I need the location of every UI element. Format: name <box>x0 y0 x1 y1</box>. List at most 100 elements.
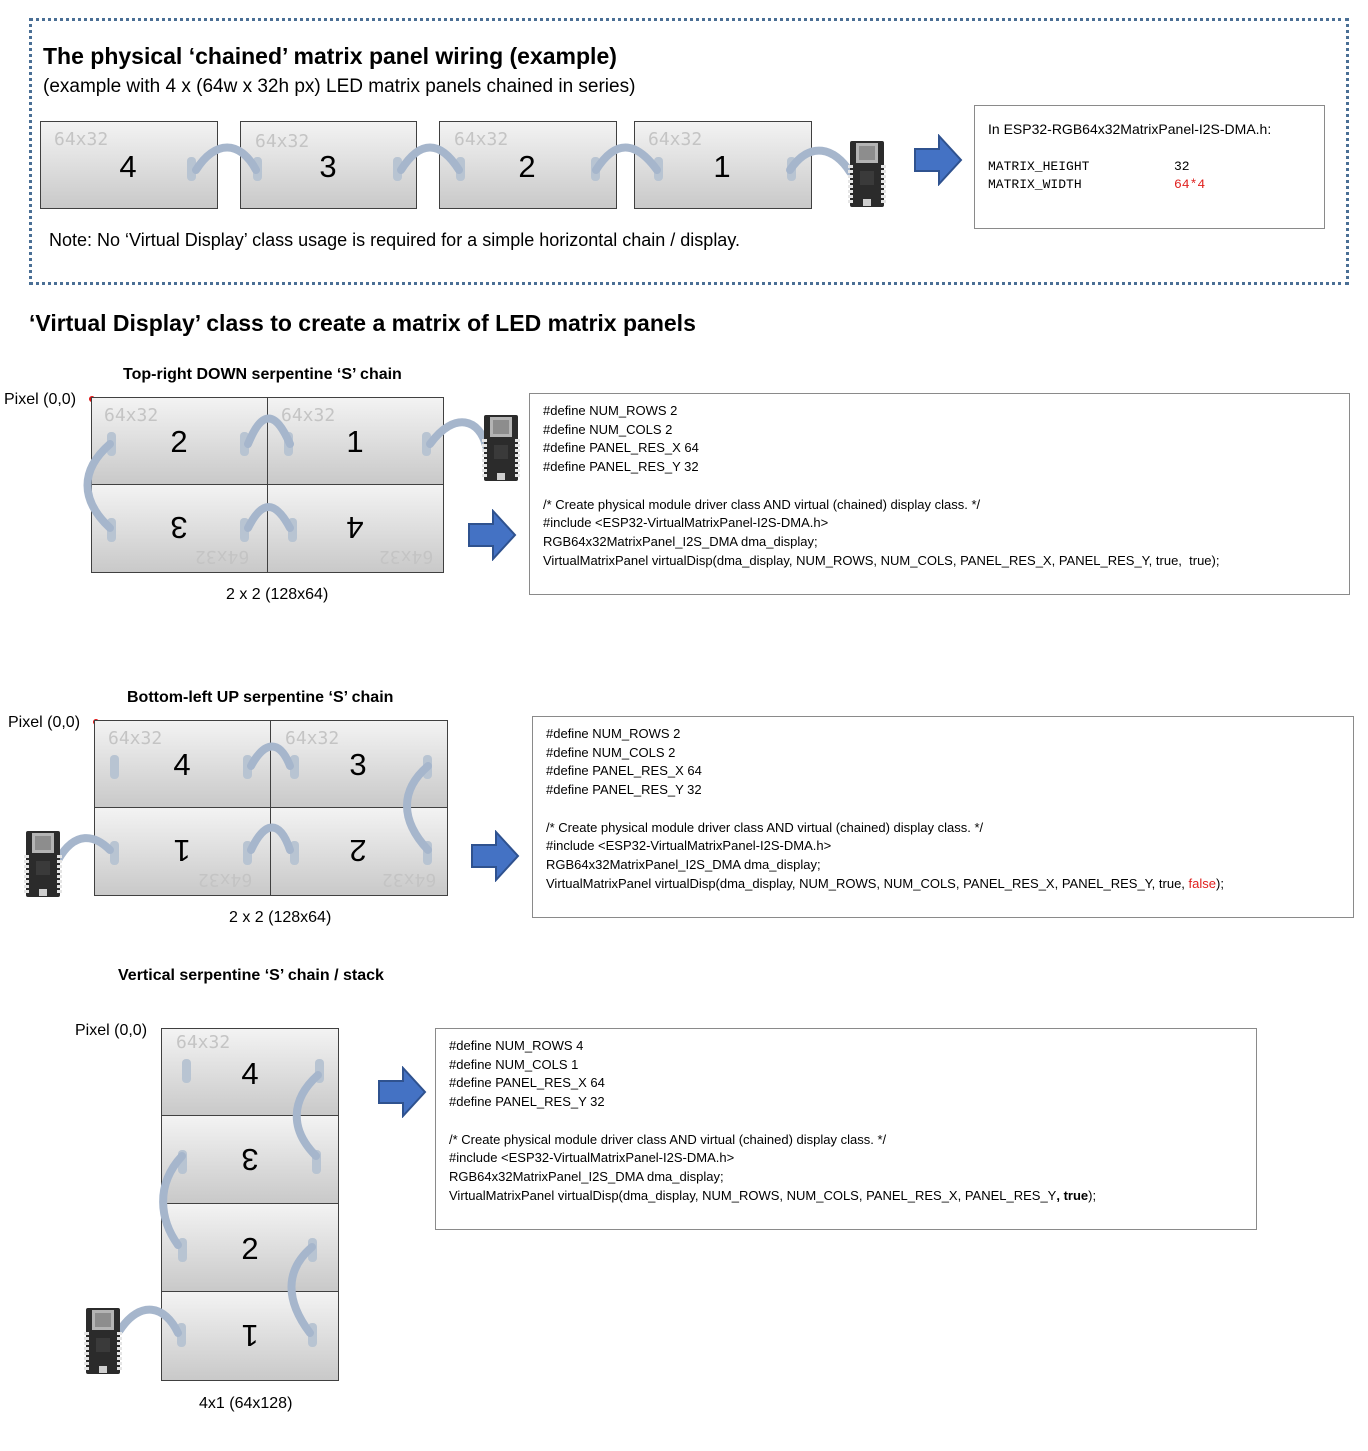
esp32-board-icon <box>482 415 520 481</box>
connector-port <box>308 1323 317 1347</box>
panel-size-tag: 64x32 <box>382 869 437 890</box>
connector-port <box>107 518 116 542</box>
diagram3-code-box: #define NUM_ROWS 4 #define NUM_COLS 1 #d… <box>435 1028 1257 1230</box>
diagram1-title: Top-right DOWN serpentine ‘S’ chain <box>123 366 402 383</box>
connector-port <box>290 841 299 865</box>
virtual-display-section-title: ‘Virtual Display’ class to create a matr… <box>29 310 696 336</box>
panel-number: 3 <box>241 1142 259 1177</box>
panel-number: 3 <box>170 510 188 545</box>
esp32-board-icon <box>84 1308 122 1374</box>
matrix-width-key: MATRIX_WIDTH <box>988 176 1082 192</box>
connector-port <box>110 841 119 865</box>
connector-port <box>107 432 116 456</box>
d3-panel-2: 2 <box>161 1203 339 1292</box>
panel-number: 2 <box>518 149 536 184</box>
connector-port <box>654 157 663 181</box>
connector-port <box>591 157 600 181</box>
connector-port <box>393 157 402 181</box>
code-line: #define PANEL_RES_Y 32 <box>449 1094 605 1110</box>
code-line: VirtualMatrixPanel virtualDisp(dma_displ… <box>543 552 1220 568</box>
panel-number: 3 <box>349 747 367 782</box>
diagram2-code-box: #define NUM_ROWS 2 #define NUM_COLS 2 #d… <box>532 716 1354 918</box>
matrix-height-value: 32 <box>1174 158 1190 174</box>
connector-port <box>243 841 252 865</box>
right-arrow-icon <box>378 1067 426 1117</box>
code-line: #define PANEL_RES_X 64 <box>449 1075 605 1091</box>
panel-number: 2 <box>349 833 367 868</box>
right-arrow-icon <box>468 510 516 560</box>
matrix-width-value: 64*4 <box>1174 176 1206 192</box>
d2-panel-1: 64x32 1 <box>94 807 271 896</box>
connector-port <box>110 755 119 779</box>
connector-port <box>422 432 431 456</box>
matrix-height-row: MATRIX_HEIGHT 32 <box>988 158 1311 176</box>
panel-number: 2 <box>241 1231 259 1266</box>
panel-size-tag: 64x32 <box>454 129 509 150</box>
right-arrow-icon <box>471 831 519 881</box>
panel-size-tag: 64x32 <box>176 1032 231 1053</box>
d3-panel-4: 64x32 4 <box>161 1028 339 1116</box>
code-line: #define NUM_COLS 2 <box>546 744 676 760</box>
d2-panel-4: 64x32 4 <box>94 720 271 808</box>
matrix-height-key: MATRIX_HEIGHT <box>988 158 1090 174</box>
panel-number: 4 <box>241 1056 259 1091</box>
diagram3-title: Vertical serpentine ‘S’ chain / stack <box>118 967 384 984</box>
panel-size-tag: 64x32 <box>108 728 163 749</box>
connector-port <box>787 157 796 181</box>
panel-size-tag: 64x32 <box>255 131 310 152</box>
panel-number: 1 <box>241 1318 259 1353</box>
connector-port <box>284 432 293 456</box>
d2-panel-2: 64x32 2 <box>270 807 448 896</box>
code-line: #define PANEL_RES_X 64 <box>543 440 699 456</box>
code-line: #define NUM_COLS 2 <box>543 421 673 437</box>
connector-port <box>240 432 249 456</box>
code-line: /* Create physical module driver class A… <box>543 496 981 512</box>
code-line: #define PANEL_RES_Y 32 <box>546 782 702 798</box>
connector-port <box>187 157 196 181</box>
connector-port <box>315 1059 324 1083</box>
panel-number: 4 <box>346 510 364 545</box>
panel-number: 1 <box>346 424 364 459</box>
diagram1-code-box: #define NUM_ROWS 2 #define NUM_COLS 2 #d… <box>529 393 1350 595</box>
code-segment: VirtualMatrixPanel virtualDisp(dma_displ… <box>449 1187 1057 1203</box>
panel-number: 2 <box>170 424 188 459</box>
chain-panel-4: 64x32 4 <box>40 121 218 209</box>
header-config-box: In ESP32-RGB64x32MatrixPanel-I2S-DMA.h: … <box>974 105 1325 229</box>
physical-chain-title: The physical ‘chained’ matrix panel wiri… <box>43 43 617 69</box>
panel-size-tag: 64x32 <box>285 728 340 749</box>
code-line: VirtualMatrixPanel virtualDisp(dma_displ… <box>546 875 1340 894</box>
code-line: RGB64x32MatrixPanel_I2S_DMA dma_display; <box>543 533 818 549</box>
d2-panel-3: 64x32 3 <box>270 720 448 808</box>
diagram1-origin-label: Pixel (0,0) <box>4 391 77 408</box>
code-line: #define NUM_COLS 1 <box>449 1056 579 1072</box>
code-line: #define NUM_ROWS 2 <box>543 403 678 418</box>
code-segment: ); <box>1216 875 1224 891</box>
diagram2-caption: 2 x 2 (128x64) <box>229 909 332 926</box>
connector-port <box>312 1150 321 1174</box>
d3-panel-3: 3 <box>161 1115 339 1204</box>
connector-port <box>308 1238 317 1262</box>
connector-port <box>456 157 465 181</box>
panel-size-tag: 64x32 <box>104 405 159 426</box>
simple-chain-note: Note: No ‘Virtual Display’ class usage i… <box>49 230 740 250</box>
esp32-board-icon <box>24 831 62 897</box>
d1-panel-2: 64x32 2 <box>91 397 268 485</box>
header-file-title: In ESP32-RGB64x32MatrixPanel-I2S-DMA.h: <box>988 121 1272 137</box>
connector-port <box>423 755 432 779</box>
connector-port <box>177 1323 186 1347</box>
diagram1-caption: 2 x 2 (128x64) <box>226 586 329 603</box>
connector-port <box>423 841 432 865</box>
code-line: #define PANEL_RES_X 64 <box>546 763 702 779</box>
code-line: #define NUM_ROWS 2 <box>546 726 681 741</box>
code-highlight-true: , true <box>1056 1187 1089 1203</box>
panel-size-tag: 64x32 <box>648 129 703 150</box>
diagram3-caption: 4x1 (64x128) <box>199 1395 293 1412</box>
code-line: RGB64x32MatrixPanel_I2S_DMA dma_display; <box>546 856 821 872</box>
connector-port <box>253 157 262 181</box>
connector-port <box>178 1238 187 1262</box>
diagram2-title: Bottom-left UP serpentine ‘S’ chain <box>127 689 394 706</box>
matrix-width-row: MATRIX_WIDTH 64*4 <box>988 176 1311 194</box>
code-line: /* Create physical module driver class A… <box>546 819 984 835</box>
code-line: #define NUM_ROWS 4 <box>449 1038 584 1053</box>
d3-panel-1: 1 <box>161 1291 339 1381</box>
